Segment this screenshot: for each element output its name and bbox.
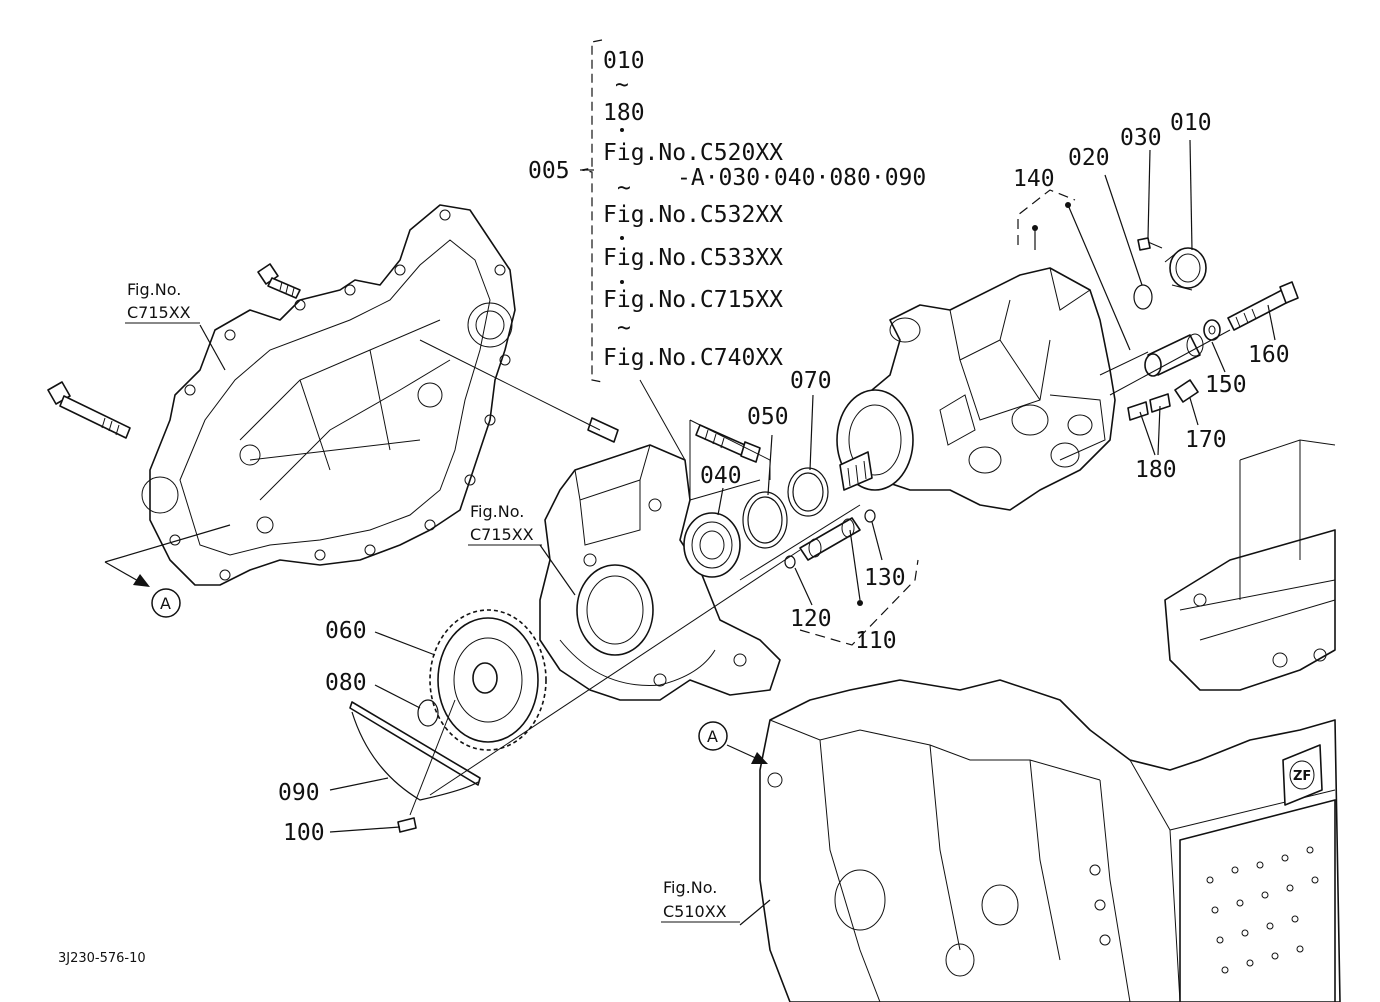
ref-transmission-line1: Fig.No. (663, 878, 717, 897)
callout-090: 090 (278, 780, 320, 806)
dowel-pin (419, 339, 619, 443)
kit-fig-c532: Fig.No.C532XX (603, 202, 783, 228)
callout-005: 005 (528, 158, 570, 184)
ref-middle-housing: Fig.No. C715XX (468, 502, 542, 546)
gear-060 (429, 609, 547, 751)
middle-housing (539, 379, 781, 701)
callout-140: 140 (1013, 166, 1055, 192)
o-ring-130 (864, 509, 876, 523)
kit-note: -A·030·040·080·090 (677, 165, 926, 191)
left-cover-housing (141, 204, 516, 586)
pipe-110-bracket (799, 559, 919, 646)
kit-fig-c740: Fig.No.C740XX (603, 345, 783, 371)
callout-020: 020 (1068, 145, 1110, 171)
zf-logo-emblem: ZF (1282, 744, 1323, 806)
callout-100: 100 (283, 820, 325, 846)
assembly-axis-pump (739, 329, 1231, 581)
kit-fig-tilde: ~ (617, 175, 631, 201)
bearing-040 (683, 512, 741, 578)
snap-ring-020 (1133, 284, 1153, 310)
ref-left-cover-line2: C715XX (127, 303, 191, 322)
bolt-160 (1227, 281, 1299, 331)
kit-005-bracket (581, 39, 603, 383)
kit-fig-tilde-2: ~ (617, 315, 631, 341)
callout-010: 010 (1170, 110, 1212, 136)
snap-ring-070 (787, 467, 829, 517)
zf-emblem-text: ZF (1293, 769, 1311, 784)
ref-left-cover: Fig.No. C715XX (125, 280, 200, 324)
kit-fig-c533: Fig.No.C533XX (603, 245, 783, 271)
seal-010 (1164, 247, 1207, 291)
drawing-number: 3J230-576-10 (58, 951, 146, 966)
ref-left-cover-line1: Fig.No. (127, 280, 181, 299)
kit-005-contents: 010 ~ 180 Fig.No.C520XX -A·030·040·080·0… (603, 48, 926, 371)
screw-170 (1174, 379, 1199, 403)
kit-range-tilde: ~ (615, 72, 629, 98)
cover-bolt-upper (257, 263, 301, 299)
callout-060: 060 (325, 618, 367, 644)
assembly-140-bracket (1017, 189, 1076, 245)
kit-fig-c520: Fig.No.C520XX (603, 140, 783, 166)
callout-160: 160 (1248, 342, 1290, 368)
perforated-plate (1179, 799, 1336, 1002)
ref-middle-line2: C715XX (470, 525, 534, 544)
callout-150: 150 (1205, 372, 1247, 398)
callout-050: 050 (747, 404, 789, 430)
callout-080: 080 (325, 670, 367, 696)
kit-range-start: 010 (603, 48, 645, 74)
plug-180 (1127, 393, 1171, 421)
middle-bolt (695, 424, 761, 463)
marker-a-right-text: A (707, 727, 718, 746)
o-ring-120 (784, 555, 796, 569)
marker-a-left-text: A (160, 594, 171, 613)
callout-070: 070 (790, 368, 832, 394)
callout-110: 110 (855, 628, 897, 654)
ref-transmission-line2: C510XX (663, 902, 727, 921)
sleeve-150 (1144, 333, 1204, 377)
marker-a-right: A (698, 721, 728, 751)
kit-range-end: 180 (603, 100, 645, 126)
callout-120: 120 (790, 606, 832, 632)
callout-130: 130 (864, 565, 906, 591)
screw-030 (1137, 237, 1163, 251)
pump-assembly-140 (836, 267, 1116, 511)
rear-frame (1164, 439, 1336, 691)
callout-040: 040 (700, 463, 742, 489)
callout-170: 170 (1185, 427, 1227, 453)
snap-ring-050 (742, 491, 788, 549)
pipe-110 (799, 517, 861, 561)
callout-030: 030 (1120, 125, 1162, 151)
bolt-100 (397, 699, 456, 833)
callout-180: 180 (1135, 457, 1177, 483)
ref-middle-line1: Fig.No. (470, 502, 524, 521)
ring-080 (417, 699, 439, 727)
cover-bolt-left (47, 381, 131, 439)
leader-lines (104, 139, 1276, 926)
cover-plate-090 (349, 701, 481, 801)
kit-fig-c715: Fig.No.C715XX (603, 287, 783, 313)
ref-transmission: Fig.No. C510XX (661, 878, 740, 923)
marker-a-left: A (151, 588, 181, 618)
assembly-axis-left (429, 549, 801, 796)
